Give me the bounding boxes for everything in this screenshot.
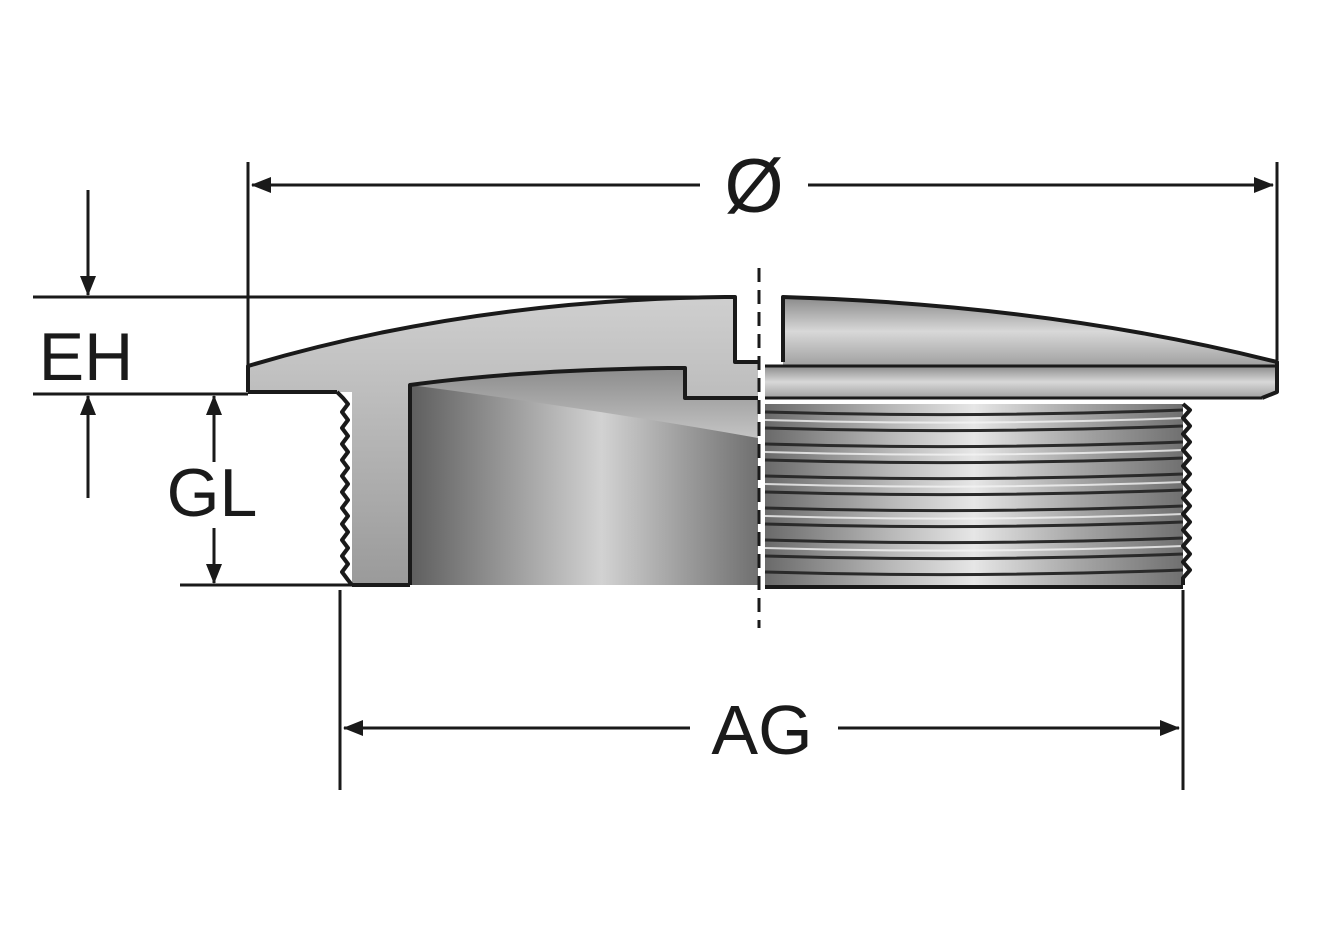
eh-label: EH [39,319,133,395]
flange-band [765,366,1277,398]
ag-label: AG [711,691,812,769]
gl-dimension: GL [167,395,258,584]
plug-exterior-right [764,295,1279,589]
inner-top-lip [410,368,758,438]
gl-label: GL [167,455,258,531]
eh-dimension: EH [39,190,133,498]
left-thread-profile [335,390,354,587]
section-fill [248,297,758,585]
ag-dimension: AG [343,691,1180,769]
thread-lines [764,408,1184,577]
plug-section-left [246,295,758,587]
diameter-dimension: Ø [251,144,1274,229]
right-thread-profile [1181,402,1192,585]
diameter-label: Ø [724,144,783,229]
inner-step-outline [408,366,758,585]
dome-cap [783,297,1277,366]
extension-lines [33,162,1279,790]
dome-outline [781,295,1279,400]
thread-highlights [764,417,1184,552]
